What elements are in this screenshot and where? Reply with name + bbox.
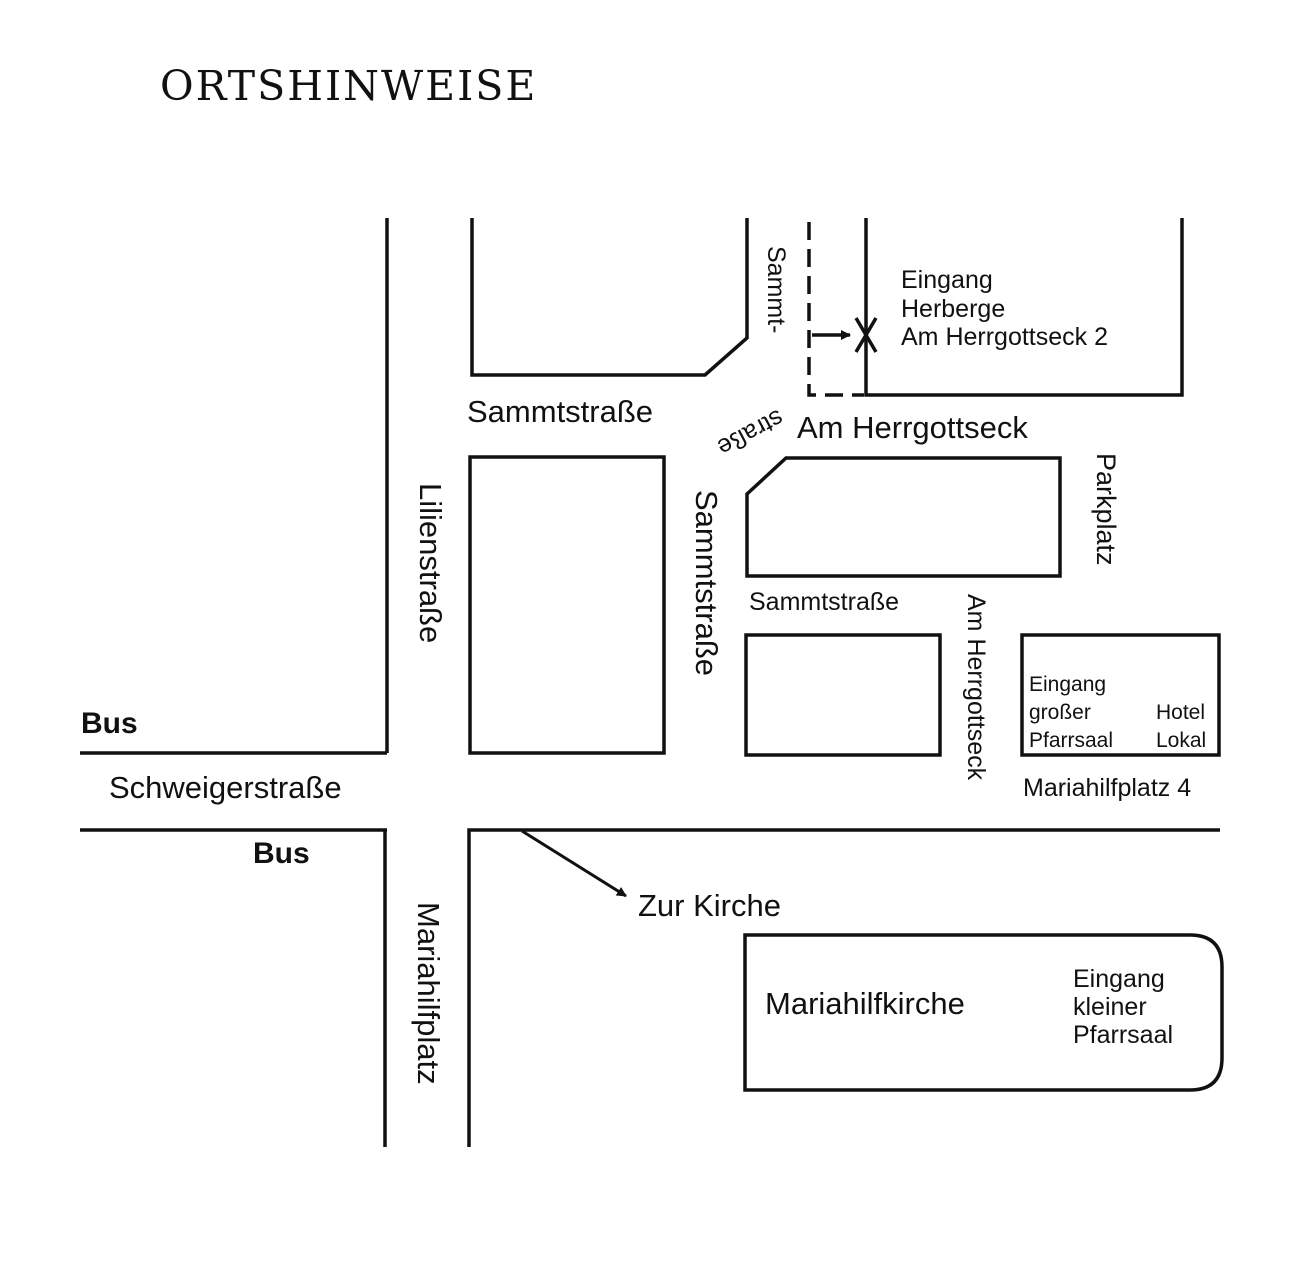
church-entrance-line2: kleiner xyxy=(1073,993,1147,1021)
label-parkplatz: Parkplatz xyxy=(1091,453,1121,566)
church-entrance-line1: Eingang xyxy=(1073,965,1165,993)
arrow-zur-kirche xyxy=(521,829,627,898)
label-mariahilfplatz: Mariahilfplatz xyxy=(411,902,446,1085)
herberge-line3: Am Herrgottseck 2 xyxy=(901,323,1108,351)
pfarrsaal-gross-line2: großer xyxy=(1029,701,1091,724)
label-am-herrgottseck-vertical: Am Herrgottseck xyxy=(962,594,990,781)
walkway-dashed xyxy=(807,222,864,397)
label-sammtstrasse-middle: Sammtstraße xyxy=(749,588,899,616)
label-address-mariahilfplatz-4: Mariahilfplatz 4 xyxy=(1023,774,1191,802)
block-central xyxy=(745,456,1062,578)
herberge-entrance-cross-icon xyxy=(854,317,878,353)
pfarrsaal-gross-line3: Pfarrsaal xyxy=(1029,729,1113,752)
block-small xyxy=(744,633,942,757)
label-am-herrgottseck-top: Am Herrgottseck xyxy=(797,410,1028,445)
block-top-right xyxy=(864,218,1184,397)
label-sammt-diagonal-1: Sammt- xyxy=(762,246,790,334)
label-zur-kirche: Zur Kirche xyxy=(638,888,781,923)
block-lilien-sammt xyxy=(468,455,666,755)
herberge-line2: Herberge xyxy=(901,295,1005,323)
building-hotel-pfarrsaal xyxy=(1020,633,1221,757)
label-hotel: Hotel xyxy=(1156,701,1205,724)
label-schweigerstrasse: Schweigerstraße xyxy=(109,770,342,805)
label-lokal: Lokal xyxy=(1156,729,1206,752)
label-mariahilfkirche: Mariahilfkirche xyxy=(765,986,965,1021)
bus-stop-north: Bus xyxy=(81,707,138,740)
label-sammtstrasse-top: Sammtstraße xyxy=(467,394,653,429)
page-title: ORTSHINWEISE xyxy=(160,62,538,110)
building-mariahilfkirche xyxy=(743,933,1224,1092)
mariahilfplatz-east-edge xyxy=(467,828,1220,1147)
block-top-left xyxy=(470,218,749,377)
label-lilienstrasse: Lilienstraße xyxy=(413,483,448,643)
herberge-line1: Eingang xyxy=(901,266,993,294)
bus-stop-south: Bus xyxy=(253,837,310,870)
label-sammt-diagonal-2: straße xyxy=(713,404,789,462)
label-sammtstrasse-vertical: Sammtstraße xyxy=(689,490,724,676)
church-entrance-line3: Pfarrsaal xyxy=(1073,1021,1173,1049)
pfarrsaal-gross-line1: Eingang xyxy=(1029,673,1106,696)
